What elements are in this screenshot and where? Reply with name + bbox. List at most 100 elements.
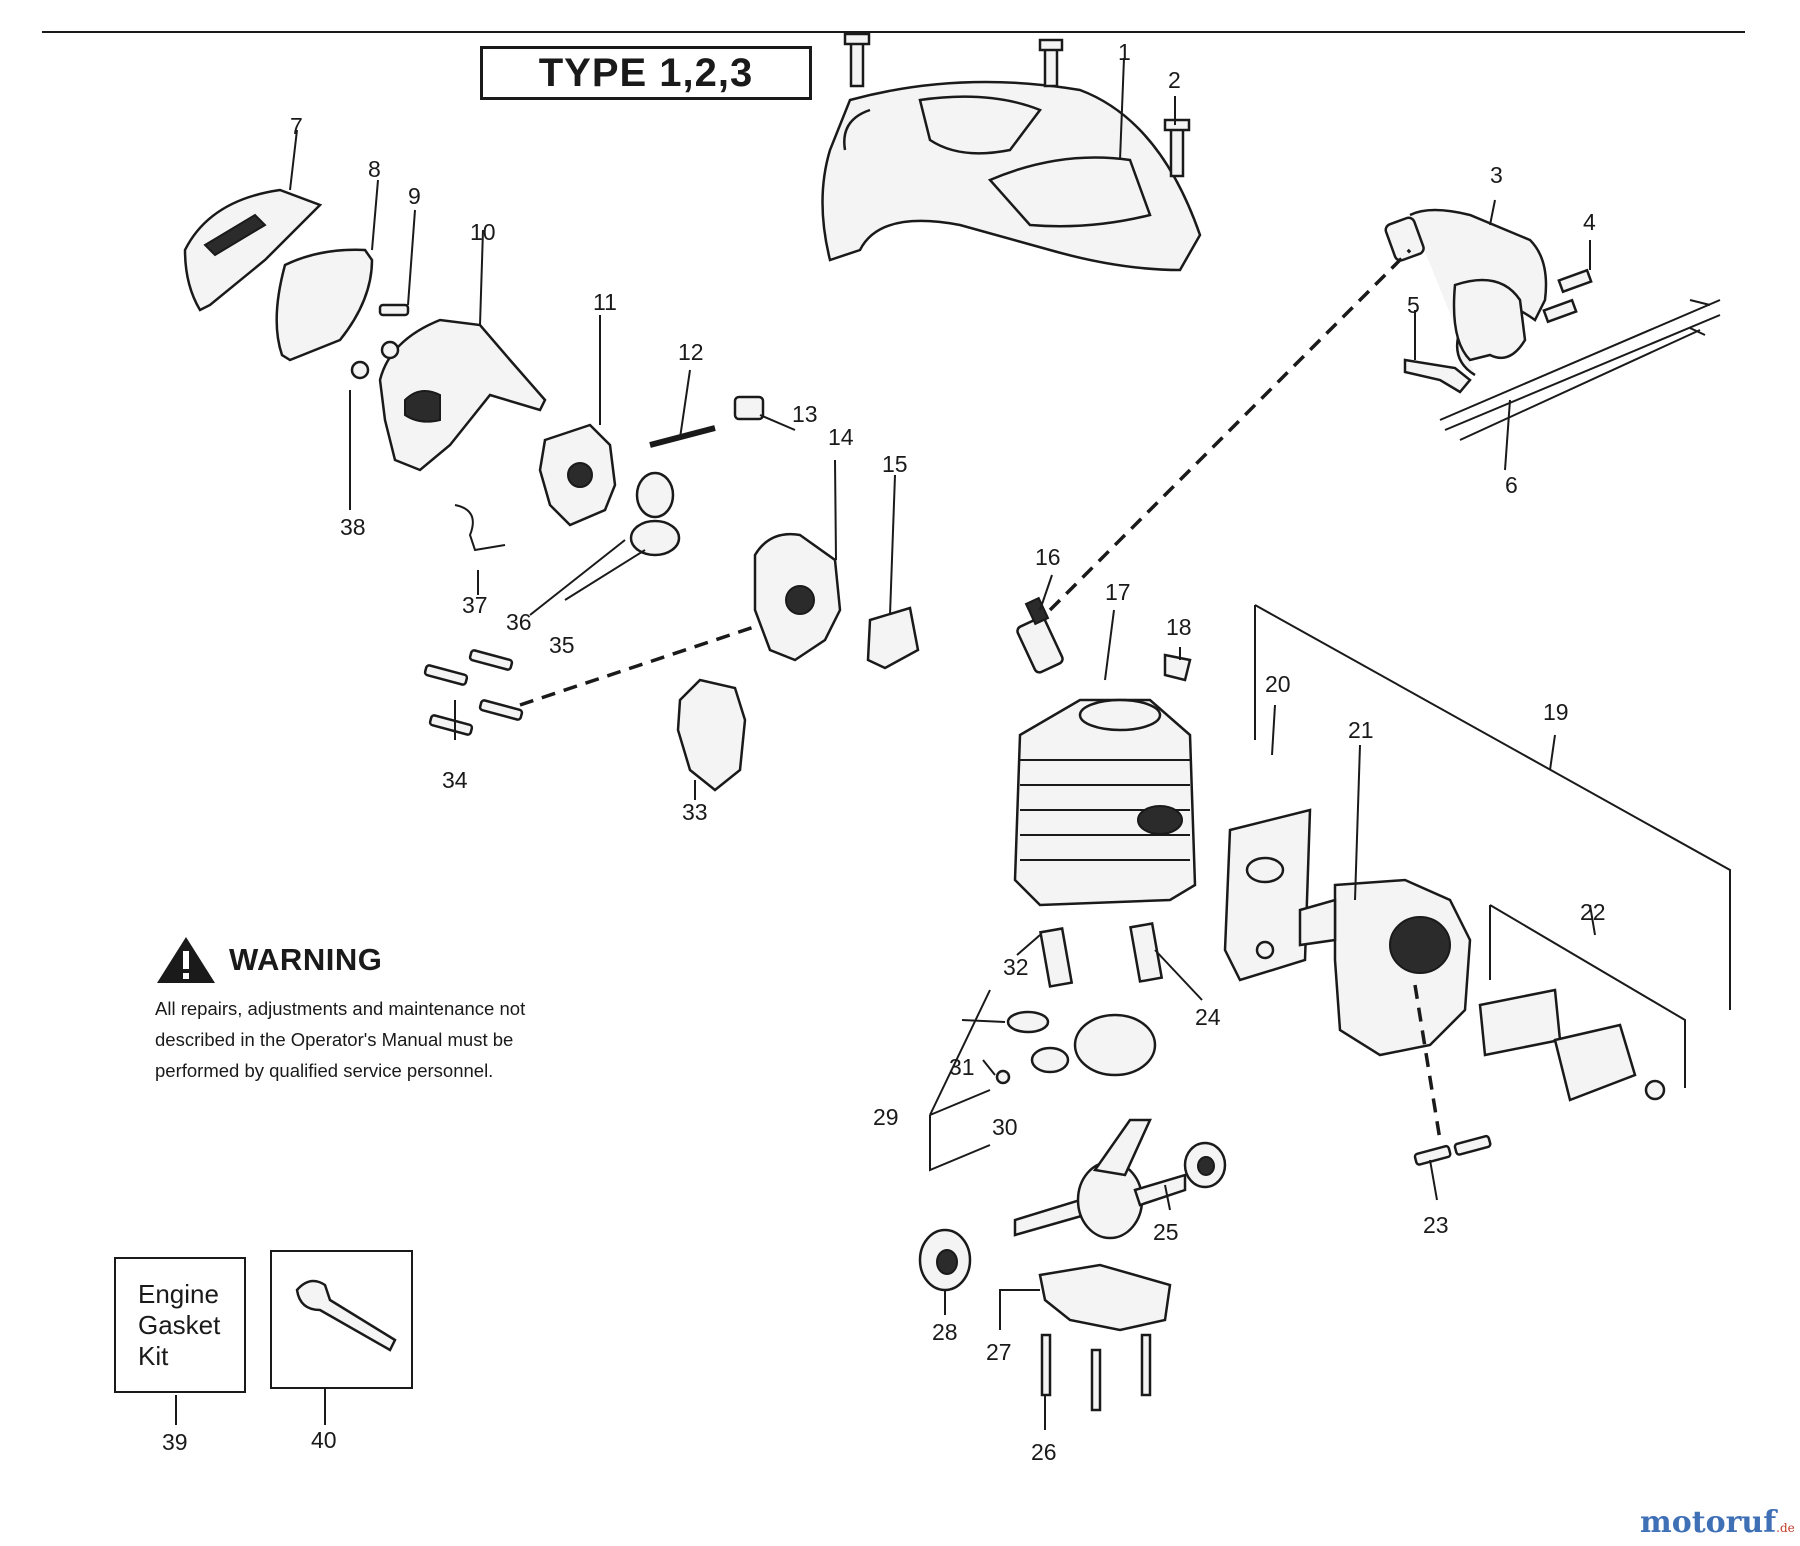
callout-33: 33 — [682, 799, 708, 825]
warning-triangle-icon — [157, 937, 215, 983]
crankshaft-25 — [1013, 1118, 1187, 1240]
warning-text: All repairs, adjustments and maintenance… — [155, 993, 555, 1086]
watermark-brand: motoruf — [1640, 1505, 1777, 1540]
callout-9: 9 — [408, 183, 421, 209]
screws-4 — [1542, 268, 1593, 324]
callout-24: 24 — [1195, 1004, 1221, 1030]
watermark-tld: .de — [1776, 1521, 1795, 1535]
callout-2: 2 — [1168, 67, 1181, 93]
callout-15: 15 — [882, 451, 908, 477]
callout-6: 6 — [1505, 472, 1518, 498]
rod-12 — [649, 425, 716, 448]
warning-header: WARNING — [155, 935, 555, 985]
spring-37 — [454, 504, 506, 552]
bracket-5 — [1403, 358, 1472, 394]
kit-line: Engine — [138, 1279, 219, 1309]
callout-30: 30 — [992, 1114, 1018, 1140]
callout-19: 19 — [1543, 699, 1569, 725]
callout-32: 32 — [1003, 954, 1029, 980]
watermark: motoruf.de — [1640, 1505, 1795, 1540]
ignition-module — [1384, 208, 1548, 377]
type-label-box: TYPE 1,2,3 — [480, 46, 812, 100]
callout-26: 26 — [1031, 1439, 1057, 1465]
gaskets-32-24 — [1039, 922, 1164, 988]
callout-17: 17 — [1105, 579, 1131, 605]
callout-8: 8 — [368, 156, 381, 182]
warning-title: WARNING — [229, 942, 383, 977]
warning-block: WARNING All repairs, adjustments and mai… — [155, 935, 555, 1086]
callout-10: 10 — [470, 219, 496, 245]
dashed-screws-to-intake — [519, 623, 761, 707]
air-filter-8 — [275, 248, 374, 362]
spacer-36 — [635, 471, 675, 519]
clip-30 — [995, 1069, 1011, 1085]
screws-23 — [1413, 1134, 1492, 1166]
engine-gasket-kit-box: Engine Gasket Kit — [114, 1257, 246, 1393]
screws-34 — [423, 649, 524, 736]
callout-34: 34 — [442, 767, 468, 793]
clip-18 — [1163, 653, 1192, 682]
callout-3: 3 — [1490, 162, 1503, 188]
callout-13: 13 — [792, 401, 818, 427]
screws-9-38 — [350, 303, 410, 380]
filter-housing-10 — [378, 318, 547, 472]
callout-38: 38 — [340, 514, 366, 540]
callout-40: 40 — [311, 1427, 337, 1453]
dashed-muffler-screws — [1413, 984, 1442, 1141]
callout-16: 16 — [1035, 544, 1061, 570]
dashed-plug-to-coil — [1048, 248, 1412, 612]
callout-7: 7 — [290, 113, 303, 139]
ignition-wires — [1439, 299, 1721, 441]
callout-labels: 1 2 3 4 5 6 7 8 9 10 11 12 13 14 15 16 1… — [162, 39, 1606, 1465]
callout-37: 37 — [462, 592, 488, 618]
callout-35: 35 — [549, 632, 575, 658]
muffler-21 — [1298, 878, 1472, 1057]
gasket-33 — [676, 678, 747, 792]
plate-15 — [866, 606, 920, 670]
intake-14 — [753, 532, 842, 662]
callout-28: 28 — [932, 1319, 958, 1345]
callout-21: 21 — [1348, 717, 1374, 743]
callout-4: 4 — [1583, 209, 1596, 235]
bearing-28-left — [918, 1228, 972, 1292]
warning-line: performed by qualified service personnel… — [155, 1060, 494, 1081]
spark-plug-16 — [1016, 596, 1064, 674]
carburetor-11 — [538, 423, 617, 527]
air-filter-cover-7 — [183, 188, 323, 312]
callout-22: 22 — [1580, 899, 1606, 925]
gasket-35 — [629, 519, 681, 557]
callout-5: 5 — [1407, 292, 1420, 318]
ring-31 — [1006, 1010, 1050, 1034]
crankcase-27 — [1038, 1263, 1172, 1332]
cylinder-17 — [1013, 698, 1197, 907]
warning-line: All repairs, adjustments and maintenance… — [155, 998, 526, 1019]
leader-lines — [175, 57, 1731, 1430]
callout-23: 23 — [1423, 1212, 1449, 1238]
kit-line: Kit — [138, 1341, 169, 1371]
cover-bolts — [843, 32, 1191, 178]
warning-line: described in the Operator's Manual must … — [155, 1029, 514, 1050]
piston-29 — [1030, 1013, 1157, 1077]
callout-27: 27 — [986, 1339, 1012, 1365]
fitting-13 — [733, 395, 765, 421]
kit-line: Gasket — [138, 1310, 221, 1340]
callout-39: 39 — [162, 1429, 188, 1455]
top-cover — [821, 80, 1202, 272]
callout-12: 12 — [678, 339, 704, 365]
screen-22 — [1478, 988, 1666, 1102]
callout-14: 14 — [828, 424, 854, 450]
callout-36: 36 — [506, 609, 532, 635]
callout-11: 11 — [593, 289, 617, 315]
callout-1: 1 — [1118, 39, 1131, 65]
callout-20: 20 — [1265, 671, 1291, 697]
callout-25: 25 — [1153, 1219, 1179, 1245]
type-label: TYPE 1,2,3 — [538, 50, 754, 95]
tool-box — [270, 1250, 413, 1389]
callout-29: 29 — [873, 1104, 899, 1130]
callout-18: 18 — [1166, 614, 1192, 640]
gasket-20 — [1223, 808, 1312, 982]
bolts-26 — [1040, 1333, 1152, 1412]
bearing-28-right — [1183, 1141, 1227, 1189]
scrench-tool-40 — [295, 1279, 397, 1352]
